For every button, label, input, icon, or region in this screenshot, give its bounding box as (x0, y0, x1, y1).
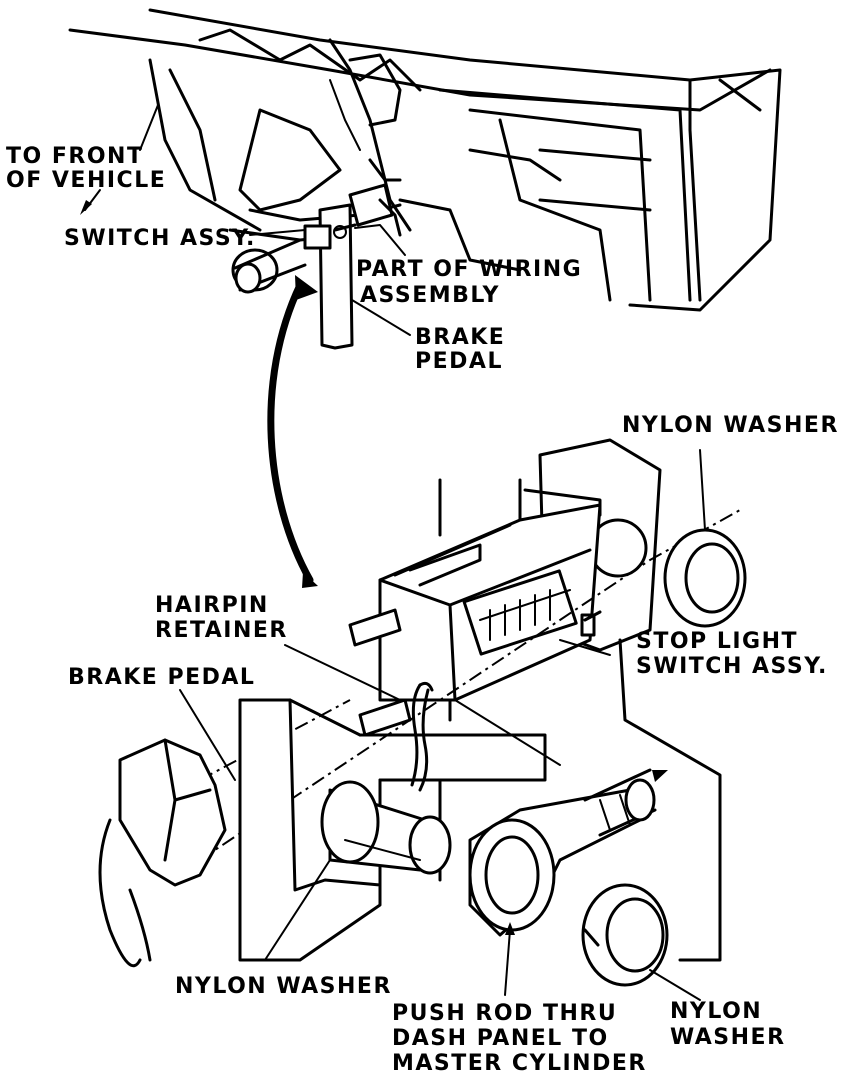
detail-arrow (267, 275, 318, 588)
assembly-center-line (199, 509, 741, 861)
nylon-washer-top-part (663, 528, 747, 628)
label-pedal-top: PEDAL (415, 349, 503, 374)
label-switch-assy-2: SWITCH ASSY. (636, 654, 828, 679)
bracket-assembly (348, 438, 662, 737)
nylon-washer-right-part (581, 883, 669, 987)
label-of-vehicle: OF VEHICLE (6, 168, 166, 193)
label-switch-assy: SWITCH ASSY. (64, 226, 256, 251)
label-nylon-washer-top: NYLON WASHER (622, 413, 839, 438)
label-to-front: TO FRONT (6, 144, 143, 169)
leader-lines-bottom (179, 449, 706, 1001)
hairpin-retainer (410, 681, 434, 792)
label-push-rod-3: MASTER CYLINDER (392, 1051, 647, 1076)
label-push-rod-2: DASH PANEL TO (392, 1026, 609, 1051)
brake-pedal-pad (98, 738, 227, 968)
label-nylon-washer-bottom: NYLON WASHER (175, 974, 392, 999)
dash-panel-overview (68, 8, 782, 350)
label-nylon-right: NYLON (670, 999, 762, 1024)
label-washer-right: WASHER (670, 1025, 786, 1050)
label-assembly: ASSEMBLY (360, 283, 500, 308)
push-rod (468, 768, 668, 937)
label-retainer: RETAINER (155, 618, 288, 643)
label-part-of-wiring: PART OF WIRING (356, 257, 582, 282)
leader-lines-top (80, 104, 411, 336)
label-stop-light: STOP LIGHT (636, 629, 798, 654)
label-push-rod-1: PUSH ROD THRU (392, 1001, 617, 1026)
label-brake-top: BRAKE (415, 325, 505, 350)
label-brake-pedal-mid: BRAKE PEDAL (68, 665, 255, 690)
pedal-bushing (320, 780, 452, 875)
label-hairpin: HAIRPIN (155, 593, 269, 618)
